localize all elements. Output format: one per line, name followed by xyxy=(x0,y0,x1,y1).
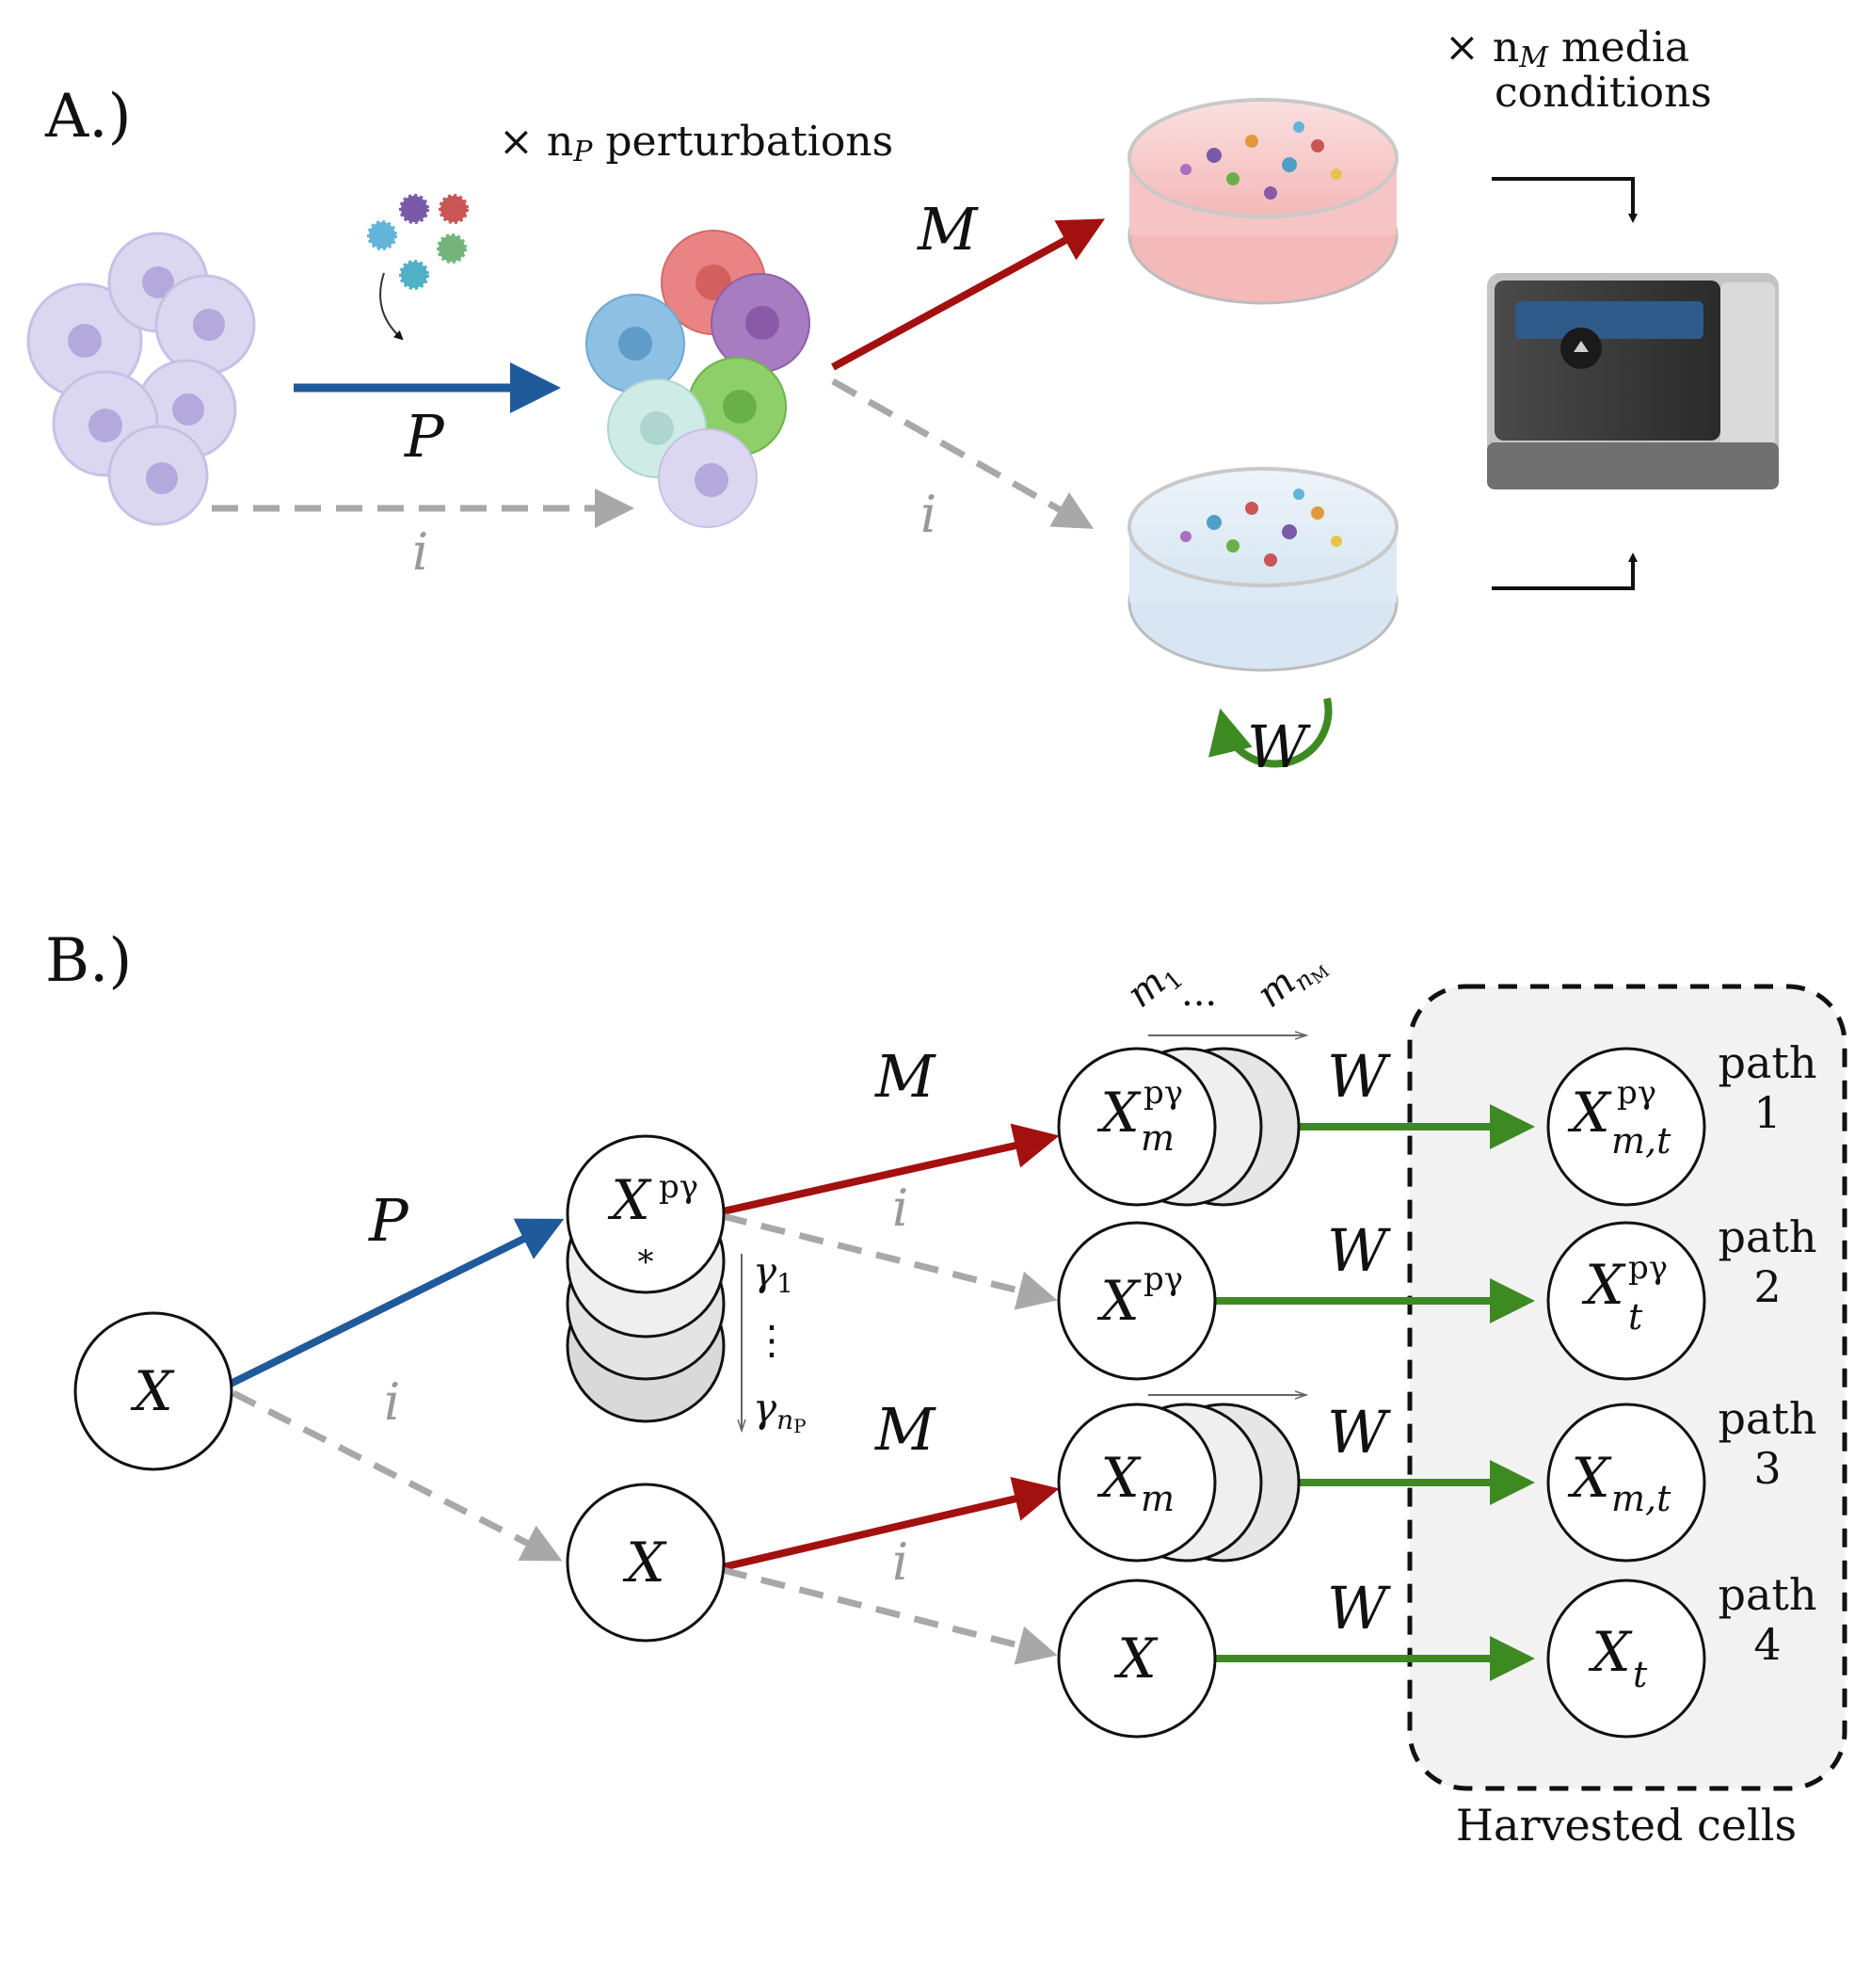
arrow-P-b-label: P xyxy=(368,1186,409,1255)
arrow-M-bottom xyxy=(722,1476,1060,1571)
arrow-i-root-label: i xyxy=(384,1372,400,1432)
svg-text:X: X xyxy=(1096,1081,1142,1145)
panel-b: B.) Harvested cells P i M i M i W W W W … xyxy=(45,926,1847,1851)
svg-text:X: X xyxy=(1581,1253,1626,1317)
arrow-i-top xyxy=(722,1212,1058,1310)
gamma-last-label: γnP xyxy=(753,1385,807,1437)
media-caption-line1: × nM media xyxy=(1445,24,1689,74)
petri-dish-control xyxy=(1127,467,1399,672)
perturbation-virus-icon xyxy=(367,194,469,341)
svg-text:path: path xyxy=(1719,1037,1817,1088)
svg-text:X: X xyxy=(1096,1269,1142,1333)
arrow-W2-label: W xyxy=(1327,1216,1391,1285)
arrow-i-bottom-label: i xyxy=(892,1532,908,1592)
svg-text:m,t: m,t xyxy=(1611,1120,1671,1162)
connector-bottom xyxy=(1492,553,1638,590)
gamma-first-label: γ1 xyxy=(753,1248,793,1299)
svg-text:m: m xyxy=(1141,1478,1175,1519)
harvested-cells-box xyxy=(1407,984,1847,1791)
path-label-3: path 3 xyxy=(1719,1393,1817,1494)
panel-a: A.) xyxy=(26,24,1779,781)
svg-text:X: X xyxy=(1567,1081,1612,1145)
svg-text:2: 2 xyxy=(1753,1261,1781,1312)
svg-text:X: X xyxy=(130,1359,175,1423)
arrow-i-bottom xyxy=(722,1566,1058,1665)
node-harvest-3: X m,t xyxy=(1546,1403,1706,1563)
node-x-root: X xyxy=(73,1311,233,1471)
path-label-2: path 2 xyxy=(1719,1211,1817,1312)
svg-text:m: m xyxy=(1141,1117,1175,1159)
arrow-identity-2-label: i xyxy=(920,485,936,544)
svg-text:*: * xyxy=(638,1243,654,1281)
arrow-W1-label: W xyxy=(1327,1042,1391,1111)
svg-text:pγ: pγ xyxy=(659,1168,698,1206)
arrow-M xyxy=(831,218,1106,371)
svg-text:m,t: m,t xyxy=(1611,1478,1671,1519)
petri-dish-media xyxy=(1127,98,1399,305)
arrow-P-b xyxy=(229,1218,565,1387)
gamma-dots: ⋮ xyxy=(752,1317,792,1363)
arrow-M-top xyxy=(722,1123,1060,1215)
node-harvest-4: X t xyxy=(1546,1579,1706,1739)
media-last-label: mnM xyxy=(1249,938,1334,1021)
svg-text:path: path xyxy=(1719,1211,1817,1262)
svg-text:path: path xyxy=(1719,1569,1817,1620)
svg-text:path: path xyxy=(1719,1393,1817,1444)
svg-text:pγ: pγ xyxy=(1617,1074,1656,1112)
svg-text:pγ: pγ xyxy=(1143,1260,1183,1298)
svg-text:t: t xyxy=(1628,1296,1643,1338)
svg-text:3: 3 xyxy=(1753,1443,1781,1494)
svg-text:pγ: pγ xyxy=(1628,1249,1668,1287)
arrow-W3-label: W xyxy=(1327,1398,1391,1467)
arrow-i-root xyxy=(232,1389,563,1562)
arrow-identity-1-label: i xyxy=(412,522,428,582)
media-dots: ... xyxy=(1181,971,1217,1015)
svg-text:4: 4 xyxy=(1753,1619,1781,1670)
svg-text:pγ: pγ xyxy=(1143,1074,1183,1112)
media-caption-line2: conditions xyxy=(1495,69,1712,117)
cell-cluster xyxy=(26,232,256,526)
arrow-M-label: M xyxy=(917,195,979,264)
media-first-label: m1 xyxy=(1119,950,1190,1019)
node-harvest-1: X pγ m,t xyxy=(1546,1047,1706,1207)
node-harvest-2: X pγ t xyxy=(1546,1221,1706,1381)
arrow-i-top-label: i xyxy=(892,1178,908,1238)
loop-W xyxy=(1208,697,1333,768)
arrow-P-label: P xyxy=(404,402,445,471)
connector-top xyxy=(1492,177,1638,223)
node-x-m-perturbed-stack: X pγ m xyxy=(1057,1047,1301,1207)
path-label-4: path 4 xyxy=(1719,1569,1817,1670)
svg-text:X: X xyxy=(622,1531,667,1595)
svg-text:X: X xyxy=(1567,1446,1612,1510)
sequencer-machine-icon xyxy=(1487,273,1779,489)
panel-a-label: A.) xyxy=(44,82,132,152)
node-x-plain: X xyxy=(566,1483,726,1643)
path-label-1: path 1 xyxy=(1719,1037,1817,1138)
arrow-identity-2 xyxy=(831,377,1095,529)
svg-text:X: X xyxy=(607,1168,652,1232)
svg-text:X: X xyxy=(1113,1627,1159,1691)
perturbed-cell-cluster xyxy=(585,230,810,528)
svg-text:t: t xyxy=(1633,1654,1648,1695)
loop-W-label: W xyxy=(1247,713,1311,781)
svg-text:X: X xyxy=(1096,1446,1142,1510)
node-x-m-stack: X m xyxy=(1057,1403,1301,1563)
arrow-M-top-label: M xyxy=(874,1042,936,1111)
arrow-M-bottom-label: M xyxy=(874,1395,936,1464)
svg-text:1: 1 xyxy=(1753,1087,1781,1138)
node-x-perturbed-stack: X pγ * xyxy=(566,1134,726,1423)
perturbations-caption: × nP perturbations xyxy=(499,118,893,168)
svg-text:X: X xyxy=(1588,1620,1633,1684)
panel-b-label: B.) xyxy=(45,926,132,996)
node-x-plain-2: X xyxy=(1057,1579,1217,1739)
node-x-perturbed-2: X pγ xyxy=(1057,1221,1217,1381)
harvested-cells-label: Harvested cells xyxy=(1456,1800,1797,1851)
arrow-W4-label: W xyxy=(1327,1574,1391,1643)
